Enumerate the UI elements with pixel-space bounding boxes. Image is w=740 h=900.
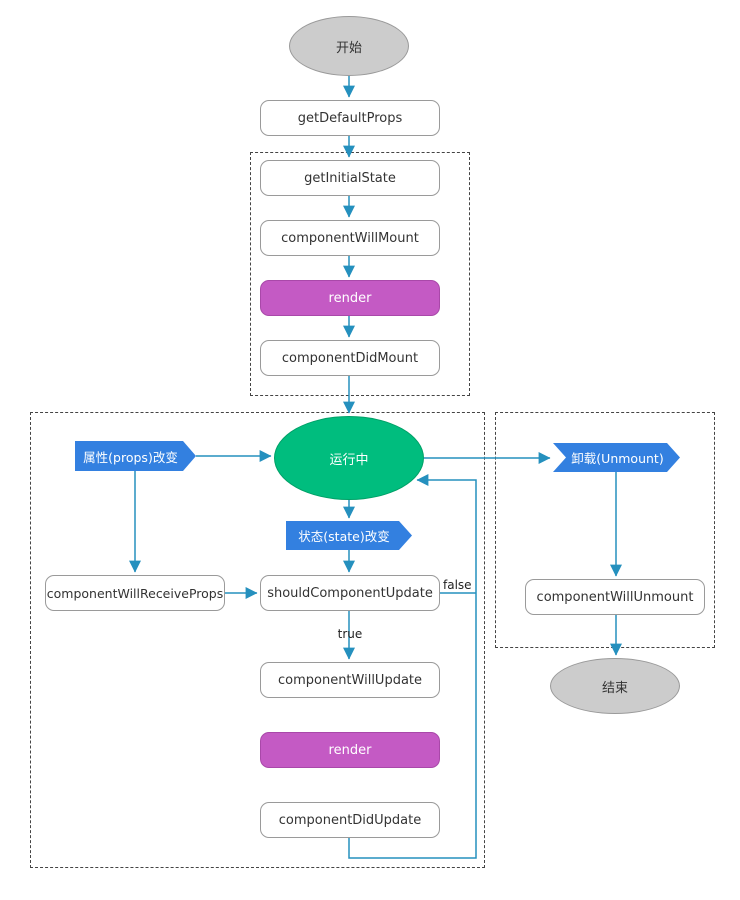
componentwillupdate-node: componentWillUpdate bbox=[260, 662, 440, 698]
false-edge-label: false bbox=[443, 578, 472, 592]
mount-phase-group bbox=[250, 152, 470, 396]
shouldcomponentupdate-node: shouldComponentUpdate bbox=[260, 575, 440, 611]
componentwillmount-node: componentWillMount bbox=[260, 220, 440, 256]
componentwillreceiveprops-node: componentWillReceiveProps bbox=[45, 575, 225, 611]
update-phase-group bbox=[30, 412, 485, 868]
start-node: 开始 bbox=[289, 16, 409, 76]
render-mount-node: render bbox=[260, 280, 440, 316]
getinitialstate-node: getInitialState bbox=[260, 160, 440, 196]
true-edge-label: true bbox=[337, 627, 363, 641]
unmount-event: 卸载(Unmount) bbox=[553, 443, 680, 472]
componentdidupdate-node: componentDidUpdate bbox=[260, 802, 440, 838]
getdefaultprops-node: getDefaultProps bbox=[260, 100, 440, 136]
render-update-node: render bbox=[260, 732, 440, 768]
unmount-phase-group bbox=[495, 412, 715, 648]
componentdidmount-node: componentDidMount bbox=[260, 340, 440, 376]
end-node: 结束 bbox=[550, 658, 680, 714]
state-change-event: 状态(state)改变 bbox=[286, 521, 412, 550]
props-change-event: 属性(props)改变 bbox=[75, 441, 196, 471]
componentwillunmount-node: componentWillUnmount bbox=[525, 579, 705, 615]
running-state-node: 运行中 bbox=[274, 416, 424, 500]
